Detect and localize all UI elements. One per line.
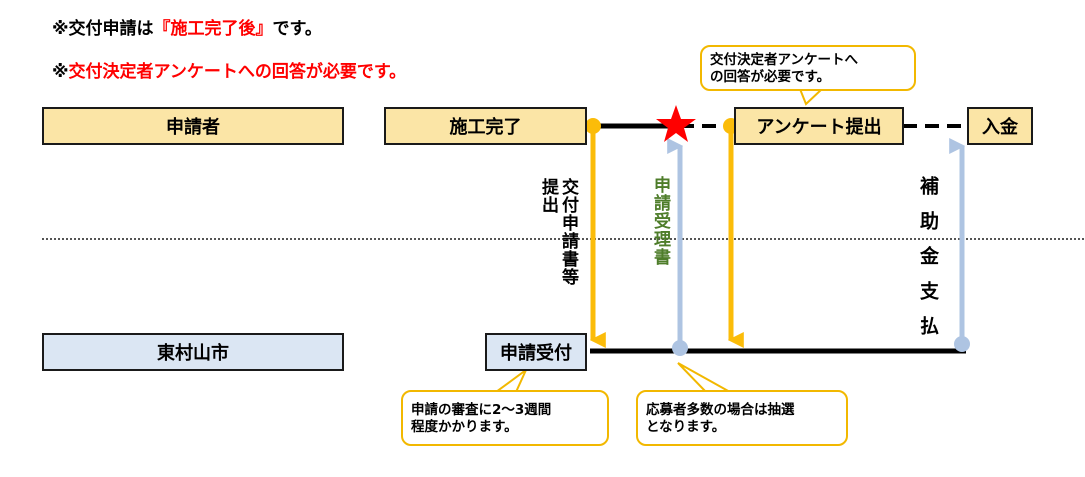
- city-label: 東村山市: [157, 343, 229, 364]
- applicant-box: 申請者: [42, 107, 344, 145]
- survey-submit-label: アンケート提出: [756, 117, 882, 138]
- application-received-label: 申請受付: [500, 343, 572, 364]
- payment-label: 入金: [982, 117, 1018, 138]
- callout-review-period: 申請の審査に2～3週間 程度かかります。: [401, 390, 609, 446]
- callout-lottery: 応募者多数の場合は抽選 となります。: [636, 390, 848, 446]
- note-line-2: ※交付決定者アンケートへの回答が必要です。: [52, 57, 406, 82]
- application-received-box: 申請受付: [485, 333, 587, 371]
- acceptance-doc-label: 申請受理書: [650, 176, 670, 266]
- callout-tail-lottery: [677, 362, 734, 393]
- note-line-2-mark: ※: [52, 62, 69, 82]
- city-box: 東村山市: [42, 333, 344, 371]
- submit-docs-label: 交付申請書等 提出: [538, 178, 578, 286]
- dot-payment: [954, 336, 970, 352]
- note-line-1-highlight: 『施工完了後』: [153, 19, 273, 39]
- callout-survey-required: 交付決定者アンケートへ の回答が必要です。: [700, 45, 916, 91]
- survey-submit-box: アンケート提出: [734, 107, 904, 145]
- payment-box: 入金: [967, 107, 1033, 145]
- subsidy-payment-label: 補助金支払: [917, 176, 939, 351]
- callout-tail-survey: [798, 88, 825, 106]
- applicant-label: 申請者: [166, 117, 220, 138]
- note-line-1-prefix: ※交付申請は: [52, 19, 154, 39]
- note-line-1: ※交付申請は『施工完了後』です。: [52, 14, 322, 39]
- star-icon: [656, 105, 696, 142]
- note-line-2-text: 交付決定者アンケートへの回答が必要です。: [68, 62, 407, 82]
- callout-tail-review: [492, 366, 529, 393]
- dot-acceptance: [672, 340, 688, 356]
- construction-done-box: 施工完了: [384, 107, 587, 145]
- construction-done-label: 施工完了: [449, 117, 522, 138]
- note-line-1-suffix: です。: [272, 19, 322, 39]
- dot-construction-done: [585, 118, 601, 134]
